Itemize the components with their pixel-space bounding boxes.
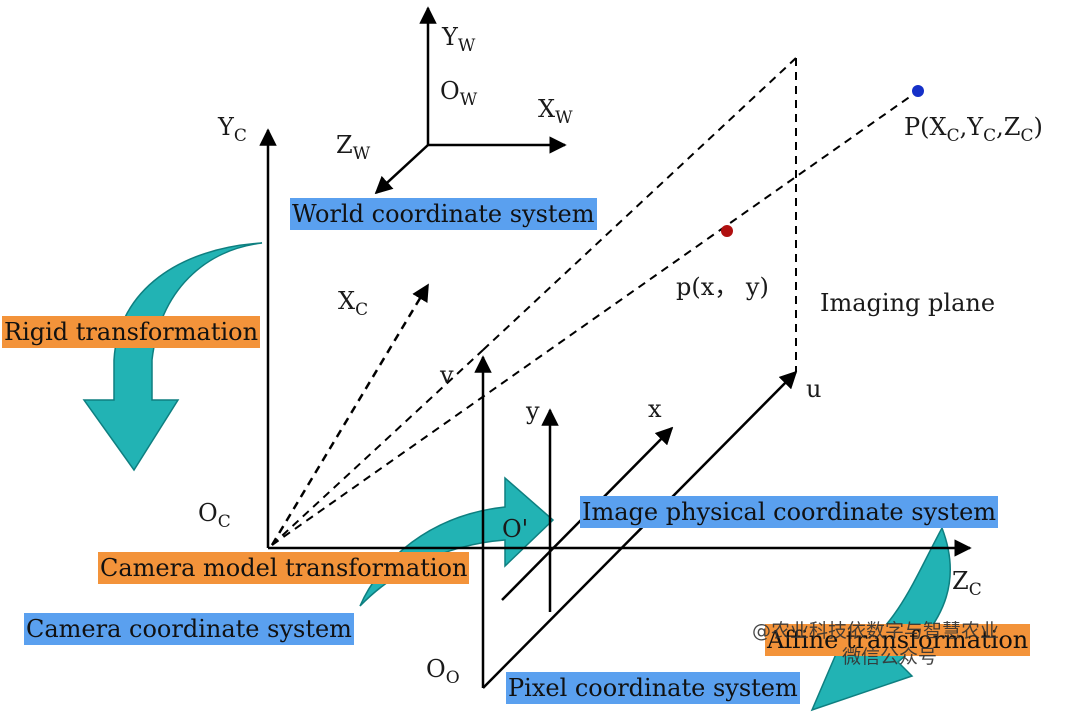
world-z-axis-label: ZW <box>336 131 371 164</box>
camera-x-axis-label: XC <box>338 287 369 320</box>
camera-y-axis-label: YC <box>218 113 247 146</box>
watermark-line-1: @农业科技依数字与智慧农业 <box>752 620 1000 642</box>
camera-model-transformation-label: Camera model transformation <box>98 552 470 584</box>
image-physical-coordinate-system-label: Image physical coordinate system <box>580 496 999 528</box>
world-coordinate-system-label: World coordinate system <box>290 198 597 230</box>
world-point-label: P(XC,YC,ZC) <box>904 113 1043 146</box>
pixel-u-axis-label: u <box>806 375 822 403</box>
image-origin-label: O' <box>502 515 529 543</box>
affine-transformation-arrow <box>810 526 952 712</box>
camera-origin-label: OC <box>198 499 231 532</box>
camera-x-axis <box>270 283 430 546</box>
rigid-transformation-arrow <box>82 242 263 472</box>
world-z-axis <box>374 144 429 195</box>
image-point-marker <box>721 225 733 237</box>
image-y-axis-label: y <box>526 397 540 425</box>
rigid-transformation-label: Rigid transformation <box>2 316 261 348</box>
world-x-axis-label: XW <box>538 95 573 128</box>
projection-ray-to-point <box>271 90 919 546</box>
watermark-line-2: 微信公众号 <box>842 646 938 668</box>
image-x-axis-label: x <box>648 395 662 423</box>
imaging-plane-top-edge <box>482 57 797 351</box>
camera-coordinate-system-label: Camera coordinate system <box>24 613 354 645</box>
world-origin-label: OW <box>440 77 478 110</box>
world-y-axis-label: YW <box>442 23 476 56</box>
pixel-v-axis-label: v <box>440 361 454 389</box>
affine-transformation-label: Affine transformation <box>765 624 1031 656</box>
pixel-u-axis <box>482 370 798 689</box>
projection-ray-upper <box>271 349 484 546</box>
pixel-origin-label: OO <box>426 655 460 688</box>
camera-z-axis-label: ZC <box>952 567 982 600</box>
image-point-label: p(x， y) <box>676 273 769 301</box>
pixel-coordinate-system-label: Pixel coordinate system <box>506 672 800 704</box>
imaging-plane-label: Imaging plane <box>820 289 996 317</box>
world-point-marker <box>912 85 924 97</box>
